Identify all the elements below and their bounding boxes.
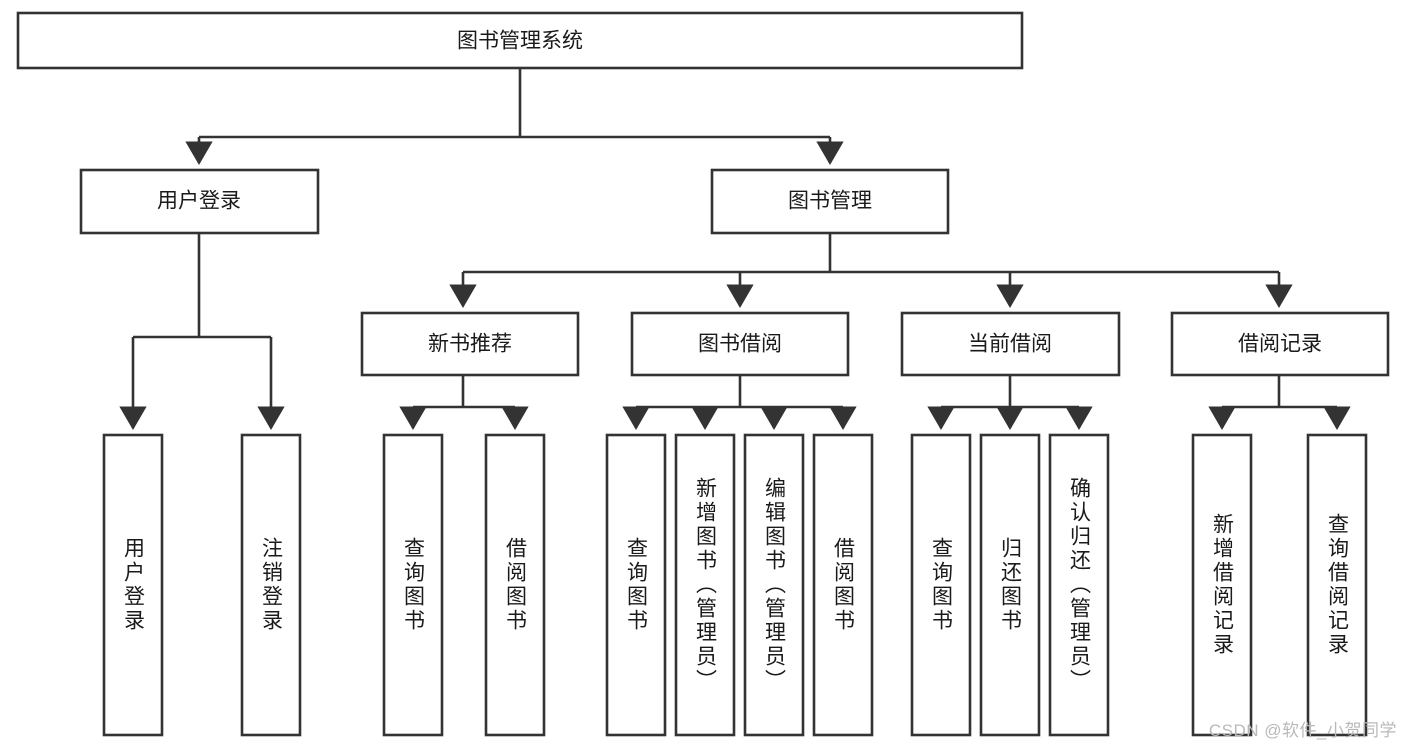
node-book-management-box[interactable] [710, 168, 950, 235]
node-current-borrow-label: 当前借阅 [968, 333, 1052, 356]
leaf-borrow-book-2-box[interactable] [812, 433, 874, 737]
leaf-query-book-1-label: 查询图书 [402, 537, 426, 633]
node-new-book-recommend-label: 新书推荐 [428, 333, 512, 356]
node-root-label: 图书管理系统 [457, 30, 583, 53]
leaf-query-book-3-label: 查询图书 [930, 537, 954, 633]
leaf-node[interactable]: 用户登录 [102, 433, 164, 737]
csdn-watermark: CSDN @软件_小贺同学 [1208, 721, 1397, 740]
node-current-borrow-box[interactable] [900, 311, 1121, 377]
leaf-confirm-return-admin-label: 确认归还（管理员） [1068, 477, 1092, 693]
node-new-book-recommend-box[interactable] [360, 311, 580, 377]
leaf-confirm-return-admin-box[interactable] [1048, 433, 1110, 737]
node-root-box[interactable] [16, 11, 1024, 70]
leaf-edit-book-admin-label: 编辑图书（管理员） [763, 477, 787, 693]
leaf-node[interactable]: 借阅图书 [484, 433, 546, 737]
leaf-edit-book-admin-box[interactable] [743, 433, 805, 737]
node-borrow-record-label: 借阅记录 [1238, 333, 1322, 356]
leaf-node[interactable]: 查询图书 [910, 433, 972, 737]
leaf-logout-label: 注销登录 [260, 537, 284, 633]
leaf-user-login-box[interactable] [102, 433, 164, 737]
leaf-node[interactable]: 注销登录 [240, 433, 302, 737]
leaf-node[interactable]: 新增借阅记录 [1191, 433, 1253, 737]
node-root[interactable]: 图书管理系统 [16, 11, 1024, 70]
leaf-return-book-box[interactable] [979, 433, 1041, 737]
node-book-borrow-box[interactable] [630, 311, 850, 377]
node-borrow-record-box[interactable] [1170, 311, 1390, 377]
leaf-node[interactable]: 查询图书 [382, 433, 444, 737]
leaf-add-book-admin-label: 新增图书（管理员） [694, 477, 718, 693]
leaf-add-borrow-record-label: 新增借阅记录 [1211, 513, 1235, 657]
node-borrow-record[interactable]: 借阅记录 [1170, 311, 1390, 377]
node-current-borrow[interactable]: 当前借阅 [900, 311, 1121, 377]
node-book-management-label: 图书管理 [788, 190, 872, 213]
node-book-management[interactable]: 图书管理 [710, 168, 950, 235]
leaf-node[interactable]: 查询图书 [605, 433, 667, 737]
leaf-add-borrow-record-box[interactable] [1191, 433, 1253, 737]
node-book-borrow-label: 图书借阅 [698, 333, 782, 356]
leaf-borrow-book-2-label: 借阅图书 [832, 537, 856, 633]
leaf-node[interactable]: 归还图书 [979, 433, 1041, 737]
node-new-book-recommend[interactable]: 新书推荐 [360, 311, 580, 377]
leaf-node[interactable]: 查询借阅记录 [1306, 433, 1368, 737]
leaf-user-login-label: 用户登录 [122, 537, 146, 633]
leaf-query-book-3-box[interactable] [910, 433, 972, 737]
leaf-node[interactable]: 编辑图书（管理员） [743, 433, 805, 737]
leaf-borrow-book-1-box[interactable] [484, 433, 546, 737]
leaf-logout-box[interactable] [240, 433, 302, 737]
node-user-login[interactable]: 用户登录 [79, 168, 320, 235]
connector-layer [119, 68, 1351, 430]
node-user-login-box[interactable] [79, 168, 320, 235]
leaf-query-book-2-label: 查询图书 [625, 537, 649, 633]
leaf-query-borrow-record-label: 查询借阅记录 [1326, 513, 1350, 657]
leaf-add-book-admin-box[interactable] [674, 433, 736, 737]
leaf-node[interactable]: 新增图书（管理员） [674, 433, 736, 737]
leaf-node[interactable]: 借阅图书 [812, 433, 874, 737]
node-book-borrow[interactable]: 图书借阅 [630, 311, 850, 377]
node-user-login-label: 用户登录 [157, 190, 241, 213]
leaf-query-book-1-box[interactable] [382, 433, 444, 737]
leaf-borrow-book-1-label: 借阅图书 [504, 537, 528, 633]
leaf-node[interactable]: 确认归还（管理员） [1048, 433, 1110, 737]
leaf-query-book-2-box[interactable] [605, 433, 667, 737]
leaf-return-book-label: 归还图书 [999, 537, 1023, 633]
leaf-query-borrow-record-box[interactable] [1306, 433, 1368, 737]
